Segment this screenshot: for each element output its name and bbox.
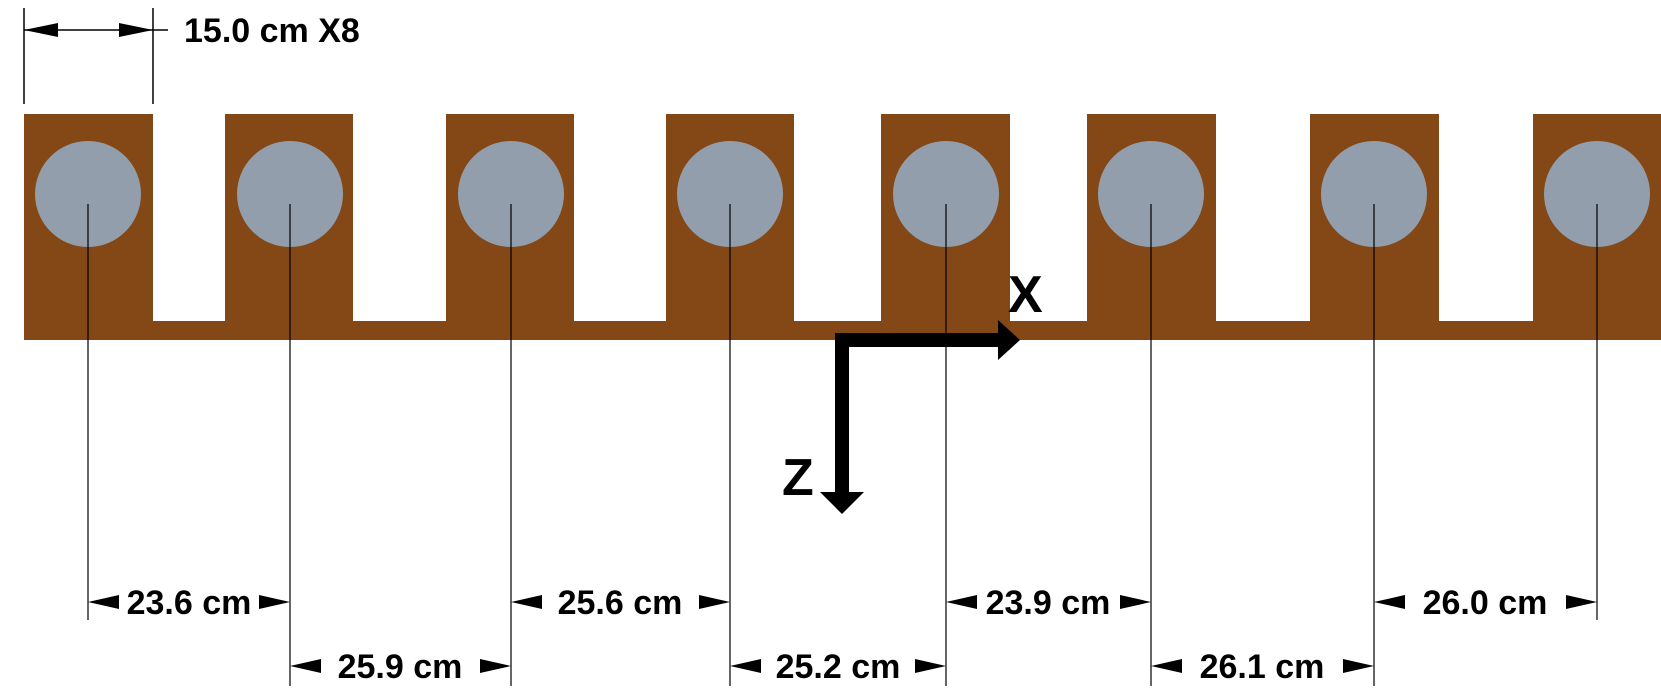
spacing-dimension-6: 26.1 cm <box>1151 648 1374 686</box>
spacing-6-arrow-right <box>1343 659 1374 673</box>
spacing-dimension-1: 23.6 cm <box>88 584 290 622</box>
spacing-label-4: 25.2 cm <box>776 648 901 686</box>
spacing-7-arrow-right <box>1566 595 1597 609</box>
z-axis-arrow-icon <box>820 333 864 514</box>
spacing-dimension-5: 23.9 cm <box>946 584 1151 622</box>
spacing-dimension-3: 25.6 cm <box>511 584 730 622</box>
spacing-4-arrow-left <box>730 659 761 673</box>
coordinate-axes: X Z <box>782 266 1043 514</box>
spacing-3-arrow-left <box>511 595 542 609</box>
spacing-label-2: 25.9 cm <box>338 648 463 686</box>
x-axis-label: X <box>1008 266 1043 324</box>
x-axis-arrow-icon <box>835 320 1020 360</box>
spacing-2-arrow-left <box>290 659 321 673</box>
width-dimension: 15.0 cm X8 <box>23 8 360 104</box>
spacing-7-arrow-left <box>1374 595 1405 609</box>
spacing-1-arrow-left <box>88 595 119 609</box>
spacing-dimension-7: 26.0 cm <box>1374 584 1597 622</box>
spacing-2-arrow-right <box>480 659 511 673</box>
spacing-dimension-2: 25.9 cm <box>290 648 511 686</box>
element-circle-1 <box>35 141 141 247</box>
spacing-label-5: 23.9 cm <box>986 584 1111 622</box>
spacing-5-arrow-right <box>1120 595 1151 609</box>
spacing-dimension-4: 25.2 cm <box>730 648 946 686</box>
spacing-label-6: 26.1 cm <box>1200 648 1325 686</box>
spacing-label-1: 23.6 cm <box>127 584 252 622</box>
element-circle-5 <box>893 141 999 247</box>
spacing-6-arrow-left <box>1151 659 1182 673</box>
array-elements <box>35 141 1650 686</box>
spacing-label-3: 25.6 cm <box>558 584 683 622</box>
element-circle-7 <box>1321 141 1427 247</box>
element-circle-4 <box>677 141 783 247</box>
spacing-5-arrow-left <box>946 595 977 609</box>
spacing-dimensions: 23.6 cm 25.6 cm 23.9 cm 26.0 cm 25.9 cm … <box>88 584 1597 686</box>
width-arrow-left <box>24 23 58 37</box>
element-circle-3 <box>458 141 564 247</box>
element-circle-6 <box>1098 141 1204 247</box>
element-circle-2 <box>237 141 343 247</box>
spacing-label-7: 26.0 cm <box>1423 584 1548 622</box>
element-circle-8 <box>1544 141 1650 247</box>
width-arrow-right <box>119 23 153 37</box>
spacing-1-arrow-right <box>259 595 290 609</box>
spacing-4-arrow-right <box>915 659 946 673</box>
spacing-3-arrow-right <box>699 595 730 609</box>
width-dimension-label: 15.0 cm X8 <box>184 12 360 50</box>
z-axis-label: Z <box>782 449 814 507</box>
